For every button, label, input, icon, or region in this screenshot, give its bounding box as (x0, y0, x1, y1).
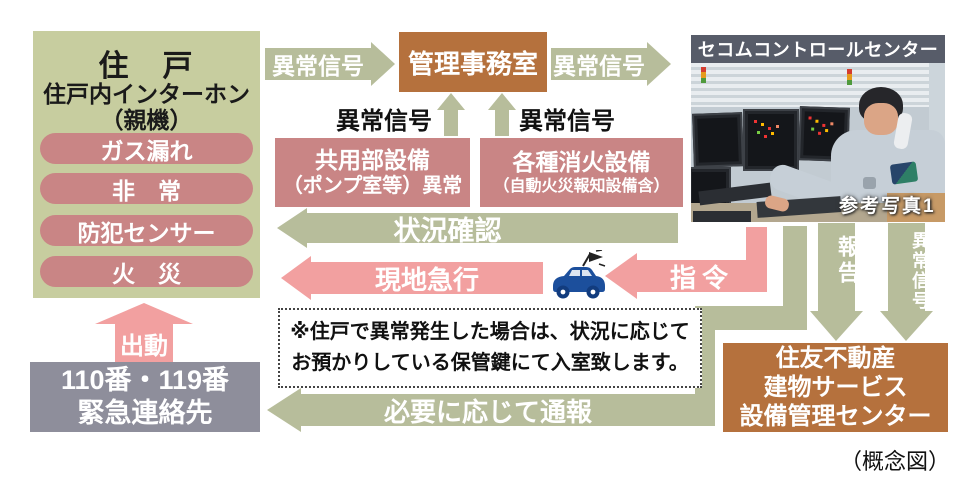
secom-photo: 参考写真1 セコムコントロールセンター (691, 35, 945, 222)
signal-arrow-to-secom: 異常信号 (551, 42, 671, 86)
photo-caption: 参考写真1 (839, 196, 936, 217)
unit-subtitle: 住戸内インターホン (43, 81, 250, 107)
indicator-light-icon (701, 67, 706, 83)
note-line: ※住戸で異常発生した場合は、状況に応じて (290, 321, 690, 343)
alarm-pill-gas: ガス漏れ (40, 133, 253, 164)
monitor-icon (692, 112, 744, 168)
status-check-arrow: 状況確認 (277, 208, 678, 248)
sumitomo-line: 住友不動産 (775, 345, 896, 372)
sumitomo-line: 設備管理センター (739, 403, 932, 430)
diagram-caption: （概念図） (839, 449, 950, 474)
alarm-pill-fire: 火 災 (40, 256, 253, 287)
rush-arrow: 現地急行 (281, 256, 543, 300)
up-arrow-left (437, 93, 465, 136)
desk-wood (887, 193, 945, 222)
equipment-line: （ポンプ室等）異常 (282, 175, 463, 198)
rush-label: 現地急行 (374, 264, 479, 295)
alarm-pill-security-sensor: 防犯センサー (40, 215, 253, 246)
up-signal-label-left: 異常信号 (336, 108, 432, 135)
emergency-line: 110番・119番 (60, 365, 230, 395)
wrist-watch (863, 177, 876, 189)
signal-label: 異常信号 (272, 53, 364, 79)
command-label: 指令 (669, 262, 734, 293)
sumitomo-center-box: 住友不動産 建物サービス 設備管理センター (723, 343, 948, 432)
management-office-box: 管理事務室 (399, 32, 547, 92)
secom-title-bar: セコムコントロールセンター (691, 35, 945, 63)
up-signal-label-right: 異常信号 (519, 108, 615, 135)
dispatch-label: 出動 (120, 332, 168, 360)
abnormal-signal-arrow: 異常信号 (880, 223, 933, 341)
notify-path-segment (783, 226, 807, 318)
command-connector (746, 227, 767, 263)
notify-label: 必要に応じて通報 (383, 396, 592, 427)
signal-arrow-to-office: 異常信号 (265, 42, 395, 86)
emergency-contacts-box: 110番・119番 緊急連絡先 (30, 362, 260, 432)
equipment-line: 共用部設備 (315, 146, 430, 173)
indicator-light-icon (847, 69, 852, 85)
unit-title: 住 戸 (98, 50, 195, 83)
equipment-line: 各種消火設備 (512, 149, 651, 176)
report-arrow: 報告 (810, 223, 863, 341)
sumitomo-line: 建物サービス (763, 374, 908, 401)
monitor-icon (743, 109, 799, 171)
photo-blinds (691, 63, 945, 107)
shoulder-badge (889, 161, 919, 185)
dispatch-arrow: 出動 (95, 303, 193, 363)
operator-face (864, 103, 898, 135)
equipment-line: （自動火災報知設備含） (493, 177, 670, 195)
common-equipment-box: 共用部設備 （ポンプ室等）異常 (275, 138, 470, 207)
keyboard-icon (693, 211, 751, 222)
emergency-line: 緊急連絡先 (77, 398, 213, 428)
abnormal-signal-label: 異常信号 (910, 231, 930, 311)
police-car-icon (553, 250, 606, 299)
up-arrow-right (488, 93, 516, 136)
signal-label: 異常信号 (553, 53, 645, 79)
alarm-pill-emergency: 非 常 (40, 173, 253, 204)
notify-arrow: 必要に応じて通報 (267, 388, 715, 432)
dwelling-unit-box: 住 戸 住戸内インターホン （親機） ガス漏れ 非 常 防犯センサー 火 災 (33, 31, 260, 298)
status-check-label: 状況確認 (393, 215, 502, 246)
note-line: お預かりしている保管鍵にて入室致します。 (291, 352, 689, 374)
command-arrow: 指令 (605, 253, 767, 299)
notify-path-segment (695, 306, 807, 330)
fire-equipment-box: 各種消火設備 （自動火災報知設備含） (480, 138, 683, 207)
note-box: ※住戸で異常発生した場合は、状況に応じて お預かりしている保管鍵にて入室致します… (278, 308, 702, 388)
unit-subtitle2: （親機） (100, 107, 193, 133)
report-label: 報告 (835, 235, 860, 287)
